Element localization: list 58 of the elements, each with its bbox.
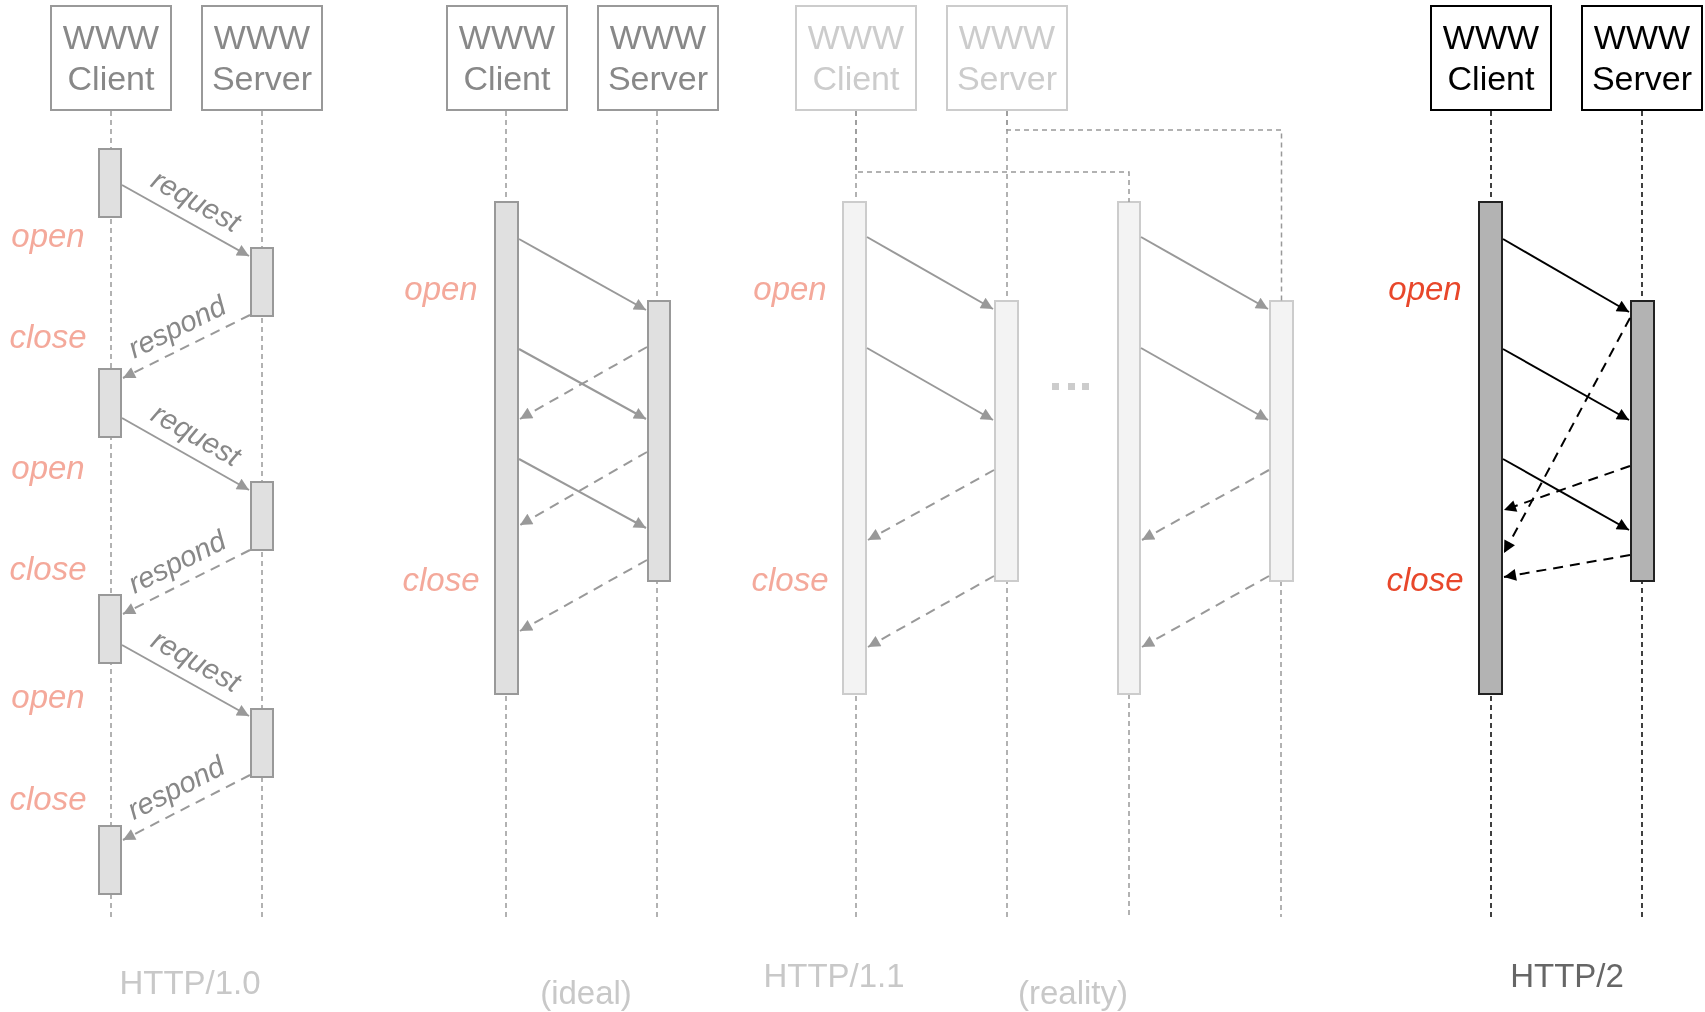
message-arrow [1502, 238, 1630, 313]
message-arrow [1140, 347, 1269, 421]
state-label: close [9, 780, 87, 818]
message-arrow [122, 549, 251, 615]
state-label: close [751, 561, 829, 599]
message-arrow [867, 575, 995, 648]
participant-box: WWW Server [201, 5, 323, 111]
message-arrow [1503, 465, 1631, 512]
activation-bar [250, 481, 274, 551]
activation-bar [994, 300, 1019, 582]
activation-bar [98, 148, 122, 218]
state-label: close [9, 550, 87, 588]
state-label: close [9, 318, 87, 356]
connector-line [1006, 110, 1283, 302]
message-arrow [866, 236, 994, 310]
activation-bar [250, 247, 274, 317]
message-arrow [1140, 236, 1269, 310]
activation-bar [1269, 300, 1294, 582]
message-arrow [122, 774, 251, 841]
activation-bar [98, 594, 122, 664]
state-label: open [753, 270, 827, 308]
state-label: open [404, 270, 478, 308]
state-label: close [402, 561, 480, 599]
message-arrow [519, 559, 648, 632]
message-arrow [121, 184, 250, 257]
activation-bar [1117, 201, 1141, 695]
activation-bar [98, 368, 122, 438]
participant-box: WWW Client [50, 5, 172, 111]
caption-text: HTTP/2 [1510, 957, 1624, 995]
state-label: open [11, 449, 85, 487]
message-arrow [1503, 317, 1631, 554]
message-arrow [121, 644, 250, 717]
message-arrow [867, 469, 995, 541]
participant-box: WWW Server [597, 5, 719, 111]
message-arrow [1502, 458, 1630, 531]
state-label: close [1386, 561, 1464, 599]
message-arrow [1503, 554, 1631, 581]
participant-box: WWW Server [1581, 5, 1703, 111]
message-arrow [1141, 575, 1270, 648]
state-label: open [11, 678, 85, 716]
activation-bar [647, 300, 671, 582]
activation-bar [1478, 201, 1503, 695]
message-arrow [518, 238, 647, 311]
message-arrow [121, 417, 250, 491]
message-arrow [1502, 348, 1630, 421]
activation-bar [1630, 300, 1655, 582]
activation-bar [98, 825, 122, 895]
message-arrow [866, 347, 994, 421]
activation-bar [250, 708, 274, 778]
state-label: open [11, 217, 85, 255]
state-label: open [1388, 270, 1462, 308]
participant-box: WWW Client [1430, 5, 1552, 111]
activation-bar [842, 201, 867, 695]
connector-line [855, 110, 1130, 203]
activation-bar [494, 201, 519, 695]
message-arrow [1141, 469, 1270, 541]
message-arrow [122, 314, 251, 379]
participant-box: WWW Client [446, 5, 568, 111]
